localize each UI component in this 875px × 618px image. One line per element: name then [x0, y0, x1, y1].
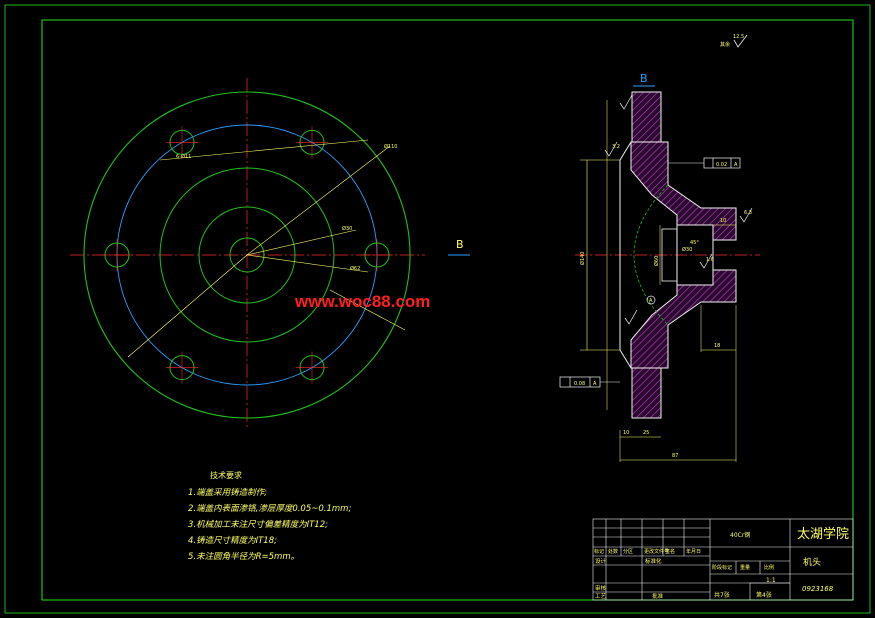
- roughness-a: 3.2: [612, 144, 620, 150]
- section-label-top: B: [640, 72, 648, 85]
- tech-req-item: 4.铸造尺寸精度为IT18;: [188, 535, 277, 546]
- inner-drawing-frame: [41, 19, 854, 601]
- general-roughness-note: 其余 12.5: [720, 34, 748, 48]
- title-header-cell: 年月日: [686, 548, 701, 555]
- title-header-cell: 处数: [608, 548, 618, 555]
- svg-text:A: A: [593, 381, 597, 387]
- row-approve: 批准: [652, 592, 664, 600]
- svg-text:0.08: 0.08: [574, 381, 585, 387]
- tech-req-item: 2.端盖内表面渗铬,渗层厚度0.05~0.1mm;: [188, 503, 351, 514]
- title-header-row: 标记处数分区 更改文件号签名 年月日: [594, 548, 701, 555]
- title-header-cell: 更改文件号: [644, 548, 669, 555]
- tech-req-item: 1.端盖采用铸造制作;: [188, 487, 267, 498]
- tech-req-item: 5.未注圆角半径为R=5mm。: [188, 551, 299, 562]
- title-header-cell: 标记: [594, 548, 604, 555]
- len-small-dim: 10: [720, 218, 726, 224]
- svg-text:0.02: 0.02: [716, 162, 727, 168]
- sheet-total: 共7张: [714, 591, 730, 599]
- hub-dim-label: Ø62: [350, 265, 360, 272]
- title-stage-cell: 重量: [740, 564, 750, 571]
- watermark: www.woc88.com: [294, 292, 430, 311]
- len-flange-dim: 10: [623, 430, 629, 436]
- len-total-dim: 87: [672, 453, 678, 459]
- hub-inner-circle: [198, 206, 296, 304]
- perpendicularity-frame: 0.08 A: [559, 376, 620, 388]
- bore-dia-dim: Ø30: [682, 246, 692, 253]
- pcd-dim-label: Ø110: [384, 143, 397, 150]
- sheet-number: 第4张: [756, 591, 772, 599]
- scale: 1:1: [766, 577, 776, 584]
- section-view: B Ø140 Ø60 Ø30 45° 87 10 2: [559, 72, 760, 462]
- bore-dim-label: Ø30: [342, 225, 352, 232]
- roughness-b: 1.6: [706, 257, 714, 263]
- material: 40Cr钢: [730, 531, 750, 539]
- row-review: 审核: [595, 584, 607, 592]
- roughness-c: 6.3: [744, 210, 752, 216]
- title-block: [592, 518, 854, 601]
- row-design: 设计: [595, 557, 607, 565]
- holes-dim-label: 6-Ø11: [176, 153, 191, 160]
- tech-req-title: 技术要求: [210, 470, 242, 480]
- len-mid-dim: 25: [643, 430, 649, 436]
- svg-text:A: A: [734, 162, 738, 168]
- chamfer-dim: 45°: [690, 240, 699, 246]
- drawing-number: 0923168: [802, 585, 834, 593]
- bolt-holes: [101, 126, 393, 384]
- len-hub-dim: 18: [714, 343, 720, 349]
- hub-outer-circle: [159, 167, 335, 343]
- technical-requirements: 技术要求 1.端盖采用铸造制作; 2.端盖内表面渗铬,渗层厚度0.05~0.1mm…: [188, 470, 351, 562]
- part-name: 机头: [803, 556, 821, 568]
- row-process: 工艺: [595, 593, 607, 600]
- outer-sheet-border: [4, 4, 871, 614]
- svg-text:12.5: 12.5: [733, 34, 744, 40]
- title-header-cell: 签名: [665, 548, 675, 555]
- front-view: 6-Ø11 Ø110 Ø30 Ø62 B: [70, 78, 470, 430]
- hub-dia-dim: Ø60: [653, 256, 660, 266]
- section-label-side: B: [456, 238, 464, 251]
- title-stage-cell: 阶段标记: [712, 564, 732, 571]
- outer-flange-circle: [83, 91, 411, 419]
- title-header-cell: 分区: [623, 548, 633, 555]
- row-standard: 标准化: [645, 557, 662, 565]
- svg-text:其余: 其余: [720, 41, 730, 48]
- tech-req-item: 3.机械加工未注尺寸偏差精度为IT12;: [188, 519, 328, 530]
- datum-a-mark: A: [649, 298, 653, 304]
- flatness-tolerance-frame: 0.02 A: [668, 157, 741, 169]
- title-stage-row: 阶段标记 重量 比例: [712, 564, 774, 571]
- title-stage-cell: 比例: [764, 564, 774, 571]
- bore-circle: [229, 237, 265, 273]
- school-name: 太湖学院: [797, 526, 849, 542]
- height-total-dim: Ø140: [579, 252, 586, 265]
